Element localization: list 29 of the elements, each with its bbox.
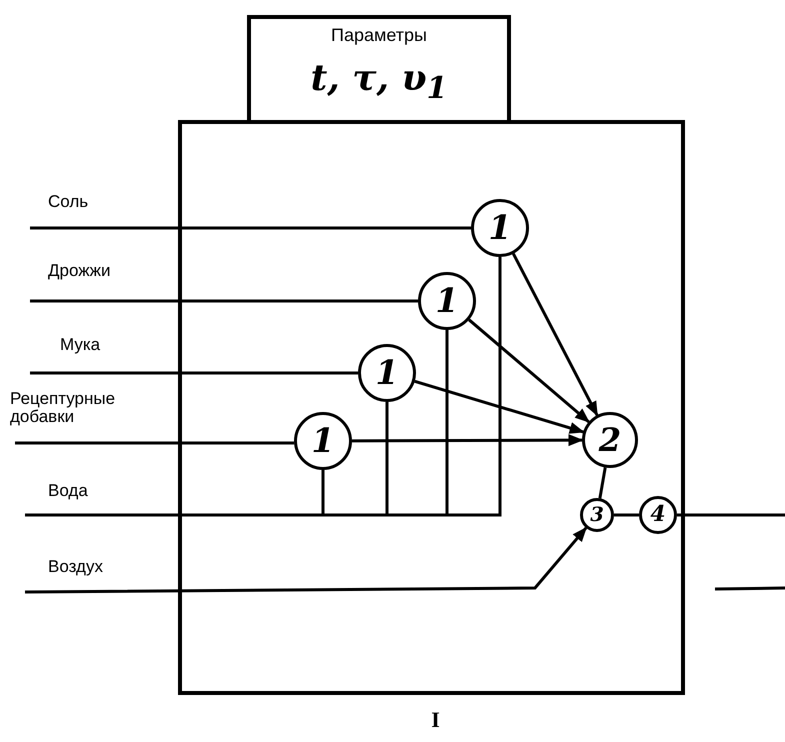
arrow xyxy=(468,318,590,423)
process-circle xyxy=(639,496,677,534)
connector-line xyxy=(614,514,639,516)
edge-label: Вода xyxy=(48,482,88,500)
process-circle xyxy=(580,498,614,532)
edge-label: Дрожжи xyxy=(48,262,110,280)
box-heading: Параметры xyxy=(330,25,428,47)
circle-number: 1 xyxy=(488,211,512,245)
connector-line xyxy=(677,514,785,516)
connector-line xyxy=(30,226,471,230)
connector-line xyxy=(25,257,502,516)
connector-line xyxy=(15,442,296,444)
connector-line xyxy=(30,300,418,302)
connector-line xyxy=(30,372,358,374)
parameter-symbols: t, τ, υ$_{1}$ xyxy=(310,57,448,108)
roman-numeral: I xyxy=(430,707,441,733)
arrow xyxy=(414,380,585,434)
arrow xyxy=(512,253,598,416)
arrow xyxy=(24,526,588,594)
circle-number: 1 xyxy=(311,424,335,458)
edge-label: Воздух xyxy=(48,558,103,576)
circle-number: 1 xyxy=(435,284,459,318)
edge-label: Мука xyxy=(60,336,100,354)
circle-number: 4 xyxy=(650,504,666,526)
connector-line xyxy=(598,467,607,498)
circle-number: 2 xyxy=(598,424,622,456)
arrow xyxy=(352,434,584,446)
circle-number: 3 xyxy=(590,505,604,525)
circle-number: 1 xyxy=(375,356,399,390)
